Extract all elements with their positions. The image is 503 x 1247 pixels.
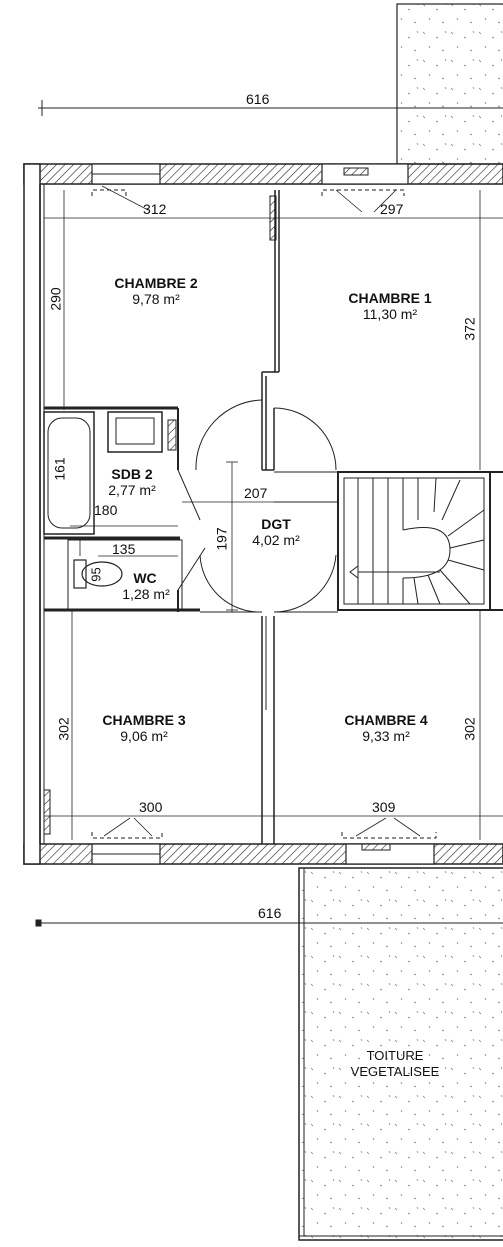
- staircase: [349, 477, 485, 605]
- room-label-chambre1: CHAMBRE 1 11,30 m²: [320, 290, 460, 322]
- dim-chambre4-depth: 302: [461, 717, 478, 741]
- washbasin: [107, 411, 163, 453]
- radiator-chambre1: [269, 195, 277, 241]
- dim-chambre3-depth: 302: [55, 717, 72, 741]
- dim-dgt-depth: 197: [213, 527, 230, 551]
- dim-dgt-width: 207: [244, 485, 268, 501]
- room-area: 9,78 m²: [132, 291, 180, 308]
- room-label-chambre2: CHAMBRE 2 9,78 m²: [88, 275, 224, 307]
- door-swings: [177, 399, 337, 613]
- room-name: CHAMBRE 4: [344, 712, 428, 728]
- room-area: 1,28 m²: [122, 586, 170, 603]
- bottom-dimension-line: [35, 919, 503, 927]
- green-roof-label: TOITURE VEGETALISEE: [340, 1048, 450, 1079]
- room-name: DGT: [261, 516, 291, 532]
- dgt-dimensions: [70, 461, 338, 612]
- roof-label-line2: VEGETALISEE: [350, 1063, 440, 1079]
- room-label-dgt: DGT 4,02 m²: [236, 516, 316, 548]
- dim-bottom-overall: 616: [258, 905, 282, 921]
- dim-chambre4-width: 309: [372, 799, 396, 815]
- room-name: CHAMBRE 1: [348, 290, 432, 306]
- room-name: WC: [133, 570, 157, 586]
- dim-wc-width: 135: [112, 541, 136, 557]
- roof-label-line1: TOITURE: [366, 1048, 424, 1063]
- dim-chambre1-depth: 372: [461, 317, 478, 341]
- dim-chambre2-depth: 290: [47, 287, 64, 311]
- top-roof-area: [396, 3, 503, 165]
- green-roof-area: [298, 867, 503, 1241]
- dim-chambre3-width: 300: [139, 799, 163, 815]
- window-chambre3: [91, 817, 163, 865]
- room-label-chambre4: CHAMBRE 4 9,33 m²: [316, 712, 456, 744]
- room-area: 9,06 m²: [120, 728, 168, 745]
- dim-top-overall: 616: [246, 91, 270, 107]
- room-label-sdb2: SDB 2 2,77 m²: [92, 466, 172, 498]
- radiator-chambre3: [43, 789, 51, 835]
- interior-partitions: [44, 190, 503, 844]
- room-area: 9,33 m²: [362, 728, 410, 745]
- radiator-bath: [167, 419, 177, 451]
- dim-chambre1-width: 297: [380, 201, 404, 217]
- toilet: [73, 559, 123, 589]
- room-label-wc: WC 1,28 m²: [108, 570, 184, 602]
- window-chambre1: [321, 163, 409, 213]
- room-name: CHAMBRE 2: [114, 275, 198, 291]
- room-area: 2,77 m²: [108, 482, 156, 499]
- top-dimension-line: [38, 100, 503, 116]
- room-name: SDB 2: [111, 466, 153, 482]
- room-area: 11,30 m²: [362, 306, 418, 323]
- window-chambre4: [341, 817, 437, 865]
- dim-wc-depth: 95: [88, 567, 104, 582]
- room-label-chambre3: CHAMBRE 3 9,06 m²: [76, 712, 212, 744]
- bathtub: [43, 411, 95, 535]
- window-chambre2: [91, 163, 161, 211]
- dim-sdb-width: 180: [94, 502, 118, 518]
- room-area: 4,02 m²: [252, 532, 300, 549]
- dim-chambre2-width: 312: [143, 201, 167, 217]
- dim-sdb-depth: 161: [51, 457, 68, 481]
- room-name: CHAMBRE 3: [102, 712, 186, 728]
